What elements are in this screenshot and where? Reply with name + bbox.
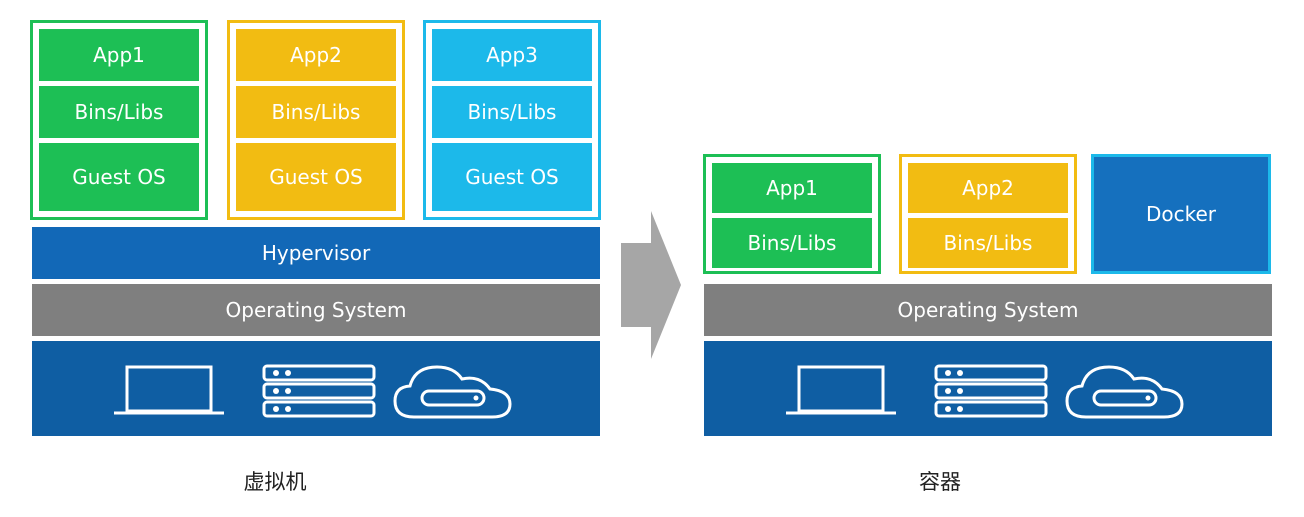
docker-label: Docker: [1145, 202, 1217, 226]
vm-guestos2-label: Guest OS: [269, 165, 363, 189]
container-hardware-bar: [704, 341, 1272, 436]
vm-app1-label: App1: [93, 43, 145, 67]
vm-caption: 虚拟机: [243, 470, 307, 494]
vm-app3-box: App3: [432, 29, 592, 81]
container-column-2: App2 Bins/Libs: [899, 154, 1077, 274]
hypervisor-label: Hypervisor: [261, 241, 371, 265]
vm-bins1-box: Bins/Libs: [39, 86, 199, 138]
container-app1-box: App1: [712, 163, 872, 213]
container-column-1: App1 Bins/Libs: [703, 154, 881, 274]
container-os-bar: Operating System: [704, 284, 1272, 336]
vm-app2-box: App2: [236, 29, 396, 81]
laptop-icon: [786, 365, 896, 415]
hypervisor-bar: Hypervisor: [32, 227, 600, 279]
vm-app2-label: App2: [290, 43, 342, 67]
right-arrow-icon: [615, 205, 685, 365]
vm-app1-box: App1: [39, 29, 199, 81]
vm-bins2-box: Bins/Libs: [236, 86, 396, 138]
vm-guestos2-box: Guest OS: [236, 143, 396, 211]
vm-column-3: App3 Bins/Libs Guest OS: [423, 20, 601, 220]
server-icon: [934, 364, 1048, 418]
vm-bins2-label: Bins/Libs: [271, 100, 361, 124]
vm-bins3-box: Bins/Libs: [432, 86, 592, 138]
vm-guestos3-box: Guest OS: [432, 143, 592, 211]
cloud-storage-icon: [393, 365, 512, 419]
container-caption: 容器: [919, 470, 961, 494]
vm-bins1-label: Bins/Libs: [74, 100, 164, 124]
vm-os-label: Operating System: [225, 298, 407, 322]
vm-hardware-bar: [32, 341, 600, 436]
vm-column-2: App2 Bins/Libs Guest OS: [227, 20, 405, 220]
cloud-storage-icon: [1065, 365, 1184, 419]
vm-bins3-label: Bins/Libs: [467, 100, 557, 124]
container-bins2-box: Bins/Libs: [908, 218, 1068, 268]
container-app2-box: App2: [908, 163, 1068, 213]
vm-os-bar: Operating System: [32, 284, 600, 336]
vm-app3-label: App3: [486, 43, 538, 67]
vm-column-1: App1 Bins/Libs Guest OS: [30, 20, 208, 220]
vm-guestos1-box: Guest OS: [39, 143, 199, 211]
docker-box: Docker: [1091, 154, 1271, 274]
container-os-label: Operating System: [897, 298, 1079, 322]
container-app2-label: App2: [962, 176, 1014, 200]
container-app1-label: App1: [766, 176, 818, 200]
container-bins2-label: Bins/Libs: [943, 231, 1033, 255]
container-bins1-label: Bins/Libs: [747, 231, 837, 255]
container-bins1-box: Bins/Libs: [712, 218, 872, 268]
vm-guestos3-label: Guest OS: [465, 165, 559, 189]
server-icon: [262, 364, 376, 418]
laptop-icon: [114, 365, 224, 415]
vm-guestos1-label: Guest OS: [72, 165, 166, 189]
